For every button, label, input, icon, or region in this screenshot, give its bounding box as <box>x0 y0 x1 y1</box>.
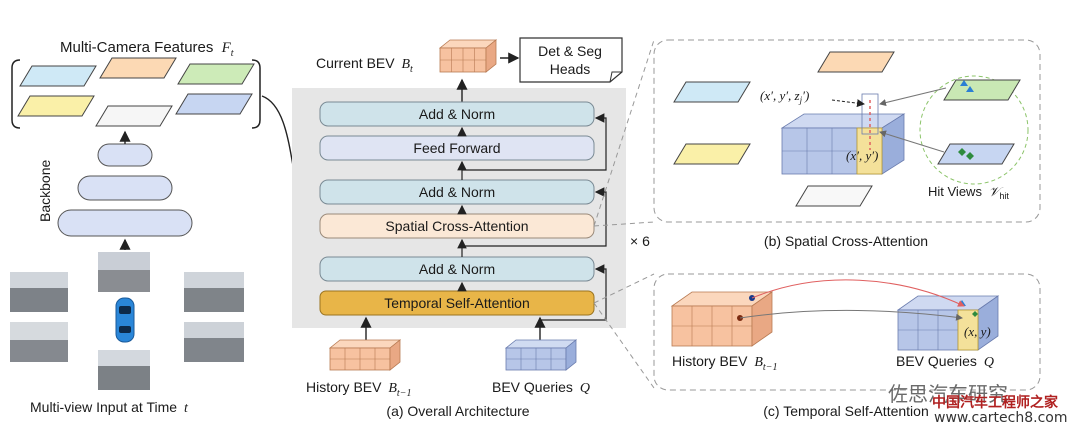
add-norm-2-label: Add & Norm <box>419 184 495 200</box>
point2d-label: (x′, y′) <box>846 148 878 163</box>
temporal-point-label: (x, y) <box>964 324 991 339</box>
heads-line-1: Det & Seg <box>538 43 602 59</box>
watermark-line-2: 中国汽车工程师之家 <box>932 395 1058 411</box>
hit-view-bottom <box>937 143 1015 165</box>
history-bev-label: History BEV Bt−1 <box>306 379 411 399</box>
ego-car-icon <box>115 297 135 343</box>
bev-queries-cube-small <box>504 339 578 371</box>
temporal-sa-label: Temporal Self-Attention <box>384 295 530 311</box>
overall-caption: (a) Overall Architecture <box>386 403 529 419</box>
center-panel: Current BEV Bt Det & Seg Heads Add & Nor… <box>292 37 655 419</box>
watermark-url: www.cartech8.com <box>934 410 1068 426</box>
heads-box <box>519 37 623 83</box>
hit-view-top <box>943 79 1021 101</box>
backbone-label: Backbone <box>37 160 53 222</box>
feature-map-3 <box>177 63 255 85</box>
temporal-history-label: History BEV Bt−1 <box>672 353 777 373</box>
spatial-panel-border <box>653 39 1041 223</box>
feature-map-4 <box>17 95 95 117</box>
current-bev-cube <box>438 39 498 73</box>
backbone-layer-2 <box>77 175 173 201</box>
spatial-ca-label: Spatial Cross-Attention <box>385 218 528 234</box>
spatial-caption: (b) Spatial Cross-Attention <box>764 233 928 249</box>
bev-queries-label: BEV Queries Q <box>492 379 590 396</box>
point3d-label: (x′, y′, zj′) <box>760 88 809 105</box>
add-norm-block-1 <box>319 256 595 282</box>
hit-views-label: Hit Views 𝒱hit <box>928 184 1009 201</box>
temporal-queries-label: BEV Queries Q <box>896 353 994 370</box>
temporal-queries-cube <box>896 295 1000 351</box>
camera-images <box>10 252 244 390</box>
features-bracket-left <box>11 59 21 129</box>
feed-forward-block <box>319 135 595 161</box>
repeat-label: × 6 <box>630 233 650 249</box>
features-bracket-right <box>251 59 261 129</box>
add-norm-block-2 <box>319 179 595 205</box>
history-bev-cube-small <box>328 339 402 371</box>
input-caption: Multi-view Input at Time t <box>30 399 189 416</box>
add-norm-3-label: Add & Norm <box>419 106 495 122</box>
current-bev-label: Current BEV Bt <box>316 55 413 75</box>
backbone-layer-1 <box>97 143 153 167</box>
features-title: Multi-Camera Features Ft <box>60 39 234 59</box>
feed-forward-label: Feed Forward <box>413 140 500 156</box>
backbone-layer-3 <box>57 209 193 237</box>
watermark-line-1: 佐思汽车研究 <box>888 382 1008 406</box>
add-norm-block-3 <box>319 101 595 127</box>
heads-line-2: Heads <box>550 61 590 77</box>
feature-map-5 <box>95 105 173 127</box>
add-norm-1-label: Add & Norm <box>419 261 495 277</box>
temporal-history-cube <box>670 291 774 347</box>
spatial-panel: (x′, y′, zj′) (x′, y′) Hit Views 𝒱hit (b… <box>653 39 1041 249</box>
temporal-panel-border <box>653 273 1041 391</box>
feature-map-1 <box>19 65 97 87</box>
spatial-bev-grid <box>780 93 906 175</box>
residual-sca-arrow <box>462 187 607 247</box>
hit-views-circle <box>919 75 1029 185</box>
temporal-caption: (c) Temporal Self-Attention <box>763 403 928 419</box>
left-panel: Multi-Camera Features Ft Backbone <box>10 39 318 416</box>
residual-tsa-arrow <box>540 264 607 321</box>
feature-map-2 <box>99 57 177 79</box>
temporal-panel: (x, y) History BEV Bt−1 BEV Queries Q (c… <box>653 273 1041 419</box>
feature-map-6 <box>175 93 253 115</box>
residual-ff-arrow <box>462 113 607 171</box>
